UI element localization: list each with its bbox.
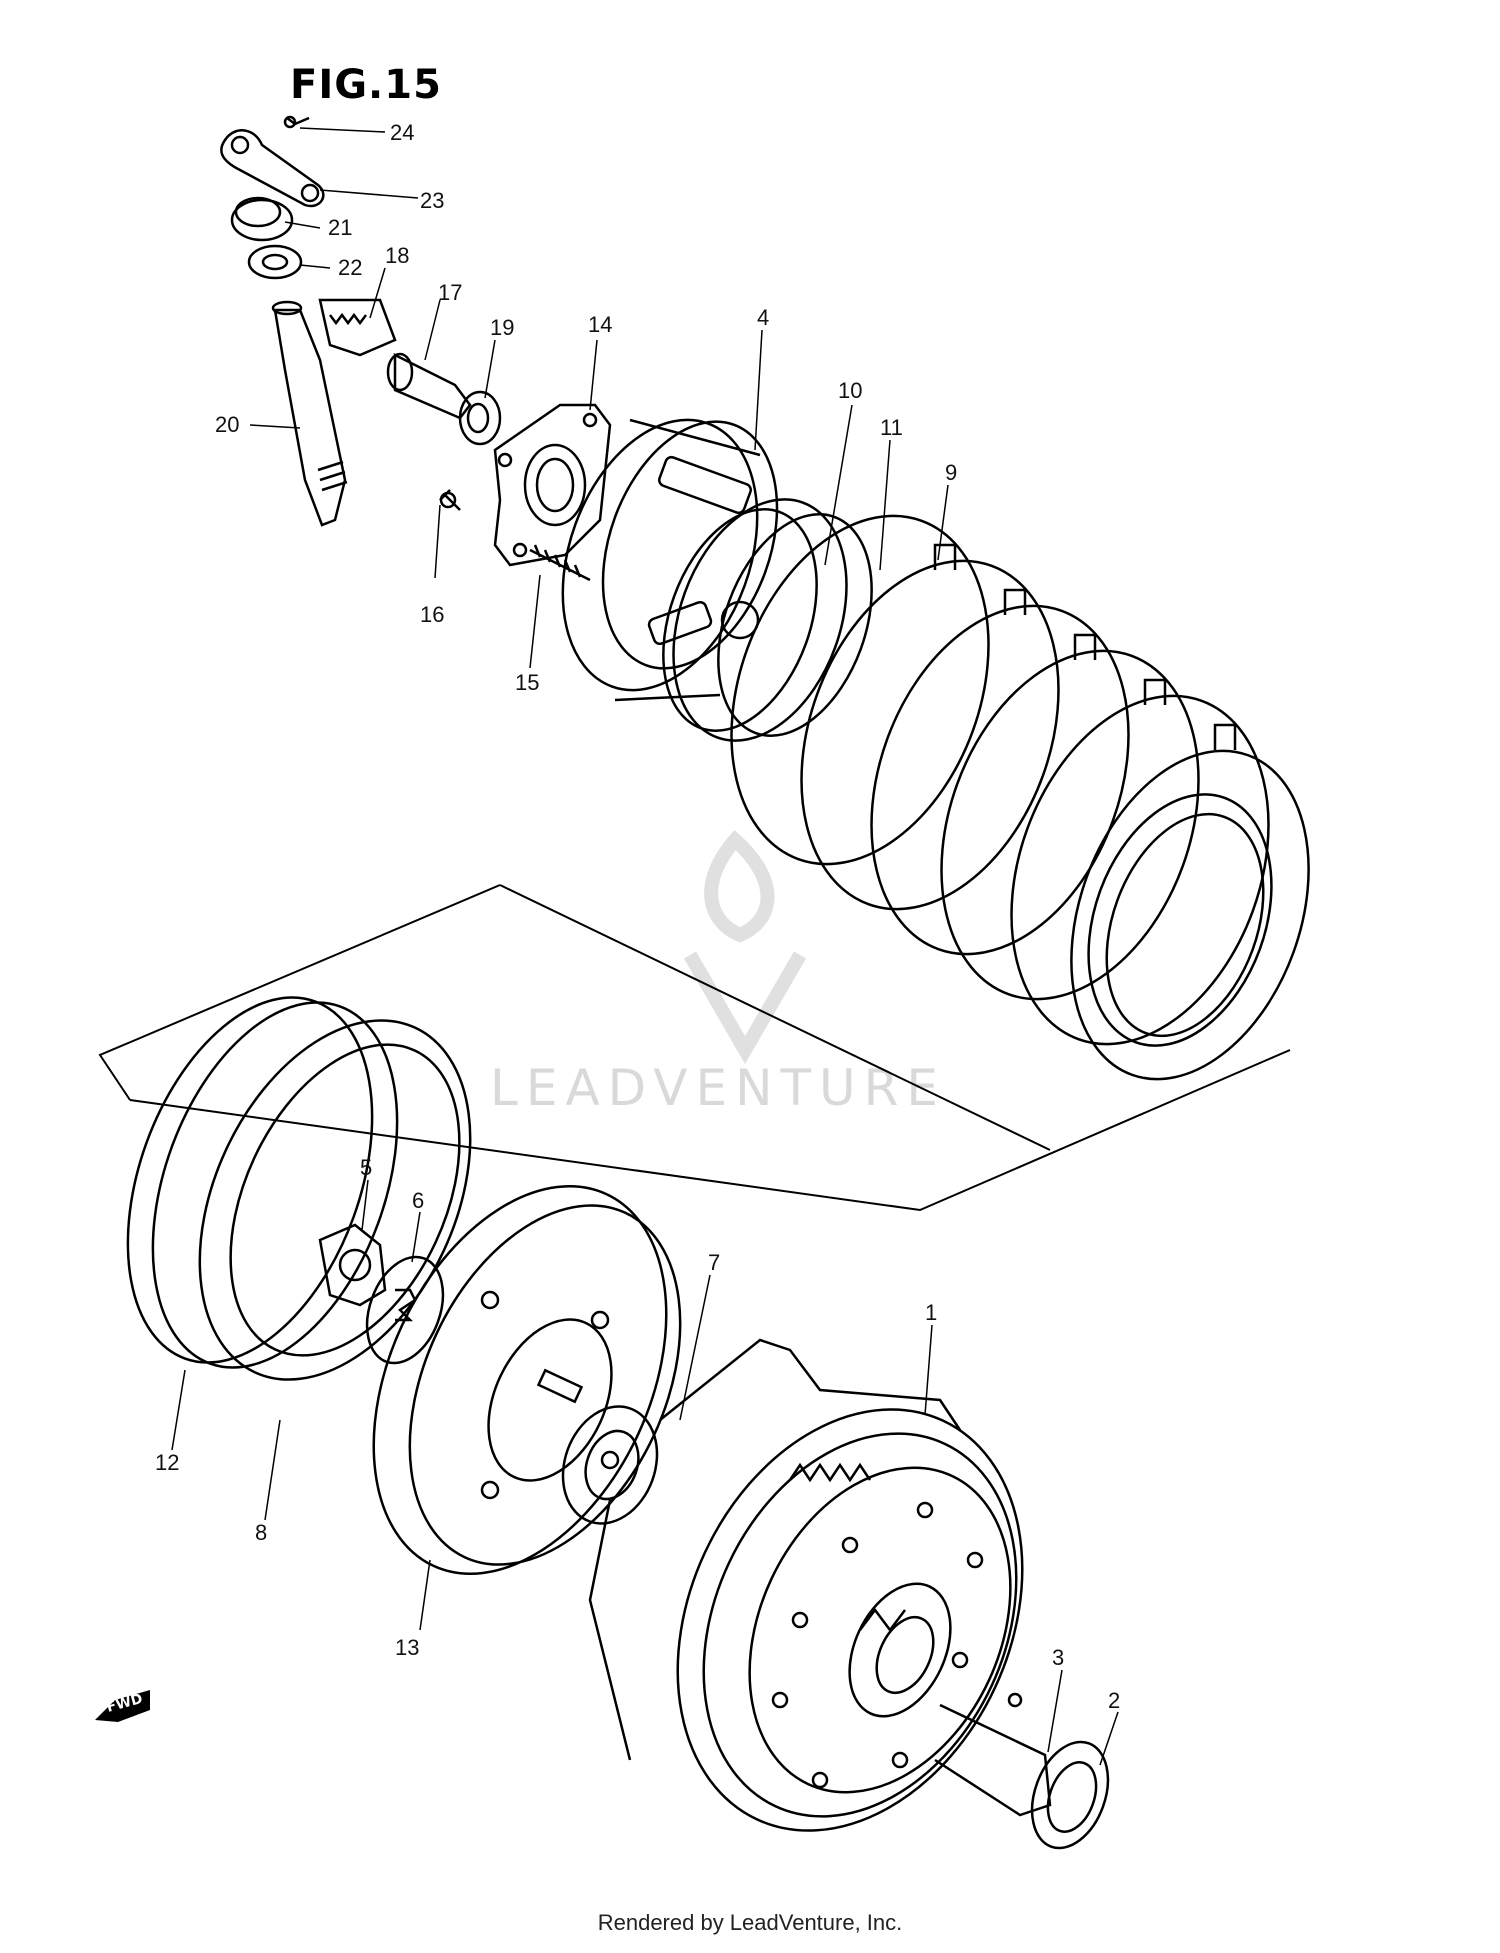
watermark-text: LEADVENTURE: [490, 1059, 946, 1117]
callout-6: 6: [412, 1188, 424, 1213]
callout-7: 7: [708, 1250, 720, 1275]
assembly-frame: [98, 884, 1291, 1212]
callout-23: 23: [420, 188, 444, 213]
callout-15: 15: [515, 670, 539, 695]
callout-10: 10: [838, 378, 862, 403]
footer-credit: Rendered by LeadVenture, Inc.: [597, 1910, 903, 1935]
callout-22: 22: [338, 255, 362, 280]
callout-3: 3: [1052, 1645, 1064, 1670]
callout-12: 12: [155, 1450, 179, 1475]
callout-4: 4: [757, 305, 769, 330]
callout-13: 13: [395, 1635, 419, 1660]
callout-21: 21: [328, 215, 352, 240]
callout-17: 17: [438, 280, 462, 305]
callout-14: 14: [588, 312, 612, 337]
pressure-plate: [493, 403, 612, 582]
watermark-logo: [683, 830, 807, 1064]
clutch-plate-stack: [730, 514, 1310, 1081]
fwd-direction-arrow: FWD: [95, 1690, 150, 1722]
callout-9: 9: [945, 460, 957, 485]
callout-16: 16: [420, 602, 444, 627]
clutch-ring-plates: [662, 498, 873, 742]
clutch-sleeve-hub: [561, 418, 779, 702]
primary-driven-plate: [372, 1185, 682, 1575]
callout-18: 18: [385, 243, 409, 268]
callout-labels: 1 2 3 4 5 6 7 8 9 10 11 12 13 14 15 16 1…: [155, 120, 1120, 1713]
callout-24: 24: [390, 120, 414, 145]
friction-plate-assembly: [126, 996, 472, 1381]
clutch-release-linkage: [220, 115, 502, 527]
callout-2: 2: [1108, 1688, 1120, 1713]
callout-5: 5: [360, 1155, 372, 1180]
callout-11: 11: [880, 415, 903, 440]
callout-8: 8: [255, 1520, 267, 1545]
callout-1: 1: [925, 1300, 937, 1325]
figure-title: FIG.15: [290, 62, 442, 108]
leader-lines: [171, 127, 1119, 1766]
callout-19: 19: [490, 315, 514, 340]
callout-20: 20: [215, 412, 239, 437]
primary-driven-gear-housing: [588, 1338, 1110, 1850]
